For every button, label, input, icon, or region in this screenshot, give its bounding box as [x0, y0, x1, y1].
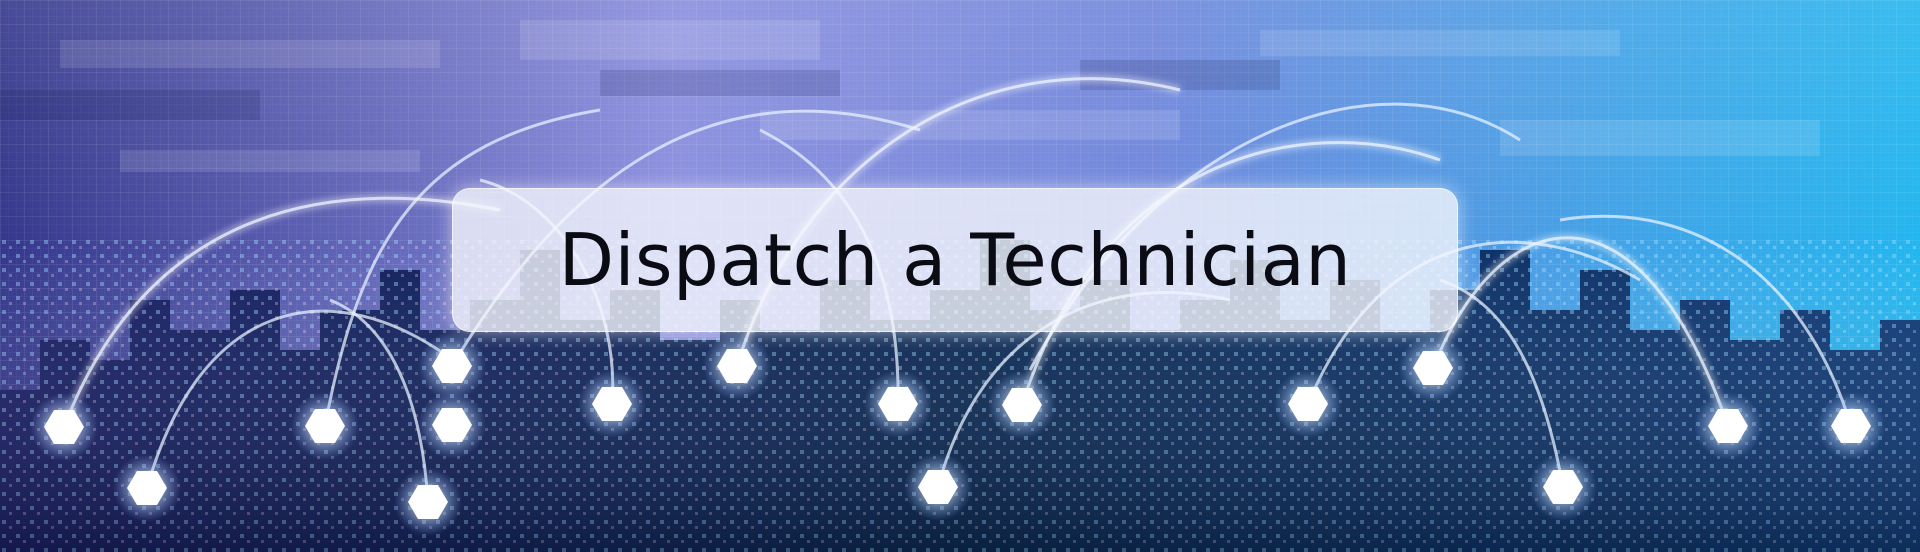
page-title: Dispatch a Technician: [558, 218, 1352, 302]
title-panel: Dispatch a Technician: [452, 188, 1458, 332]
network-nodes: [30, 332, 1885, 536]
